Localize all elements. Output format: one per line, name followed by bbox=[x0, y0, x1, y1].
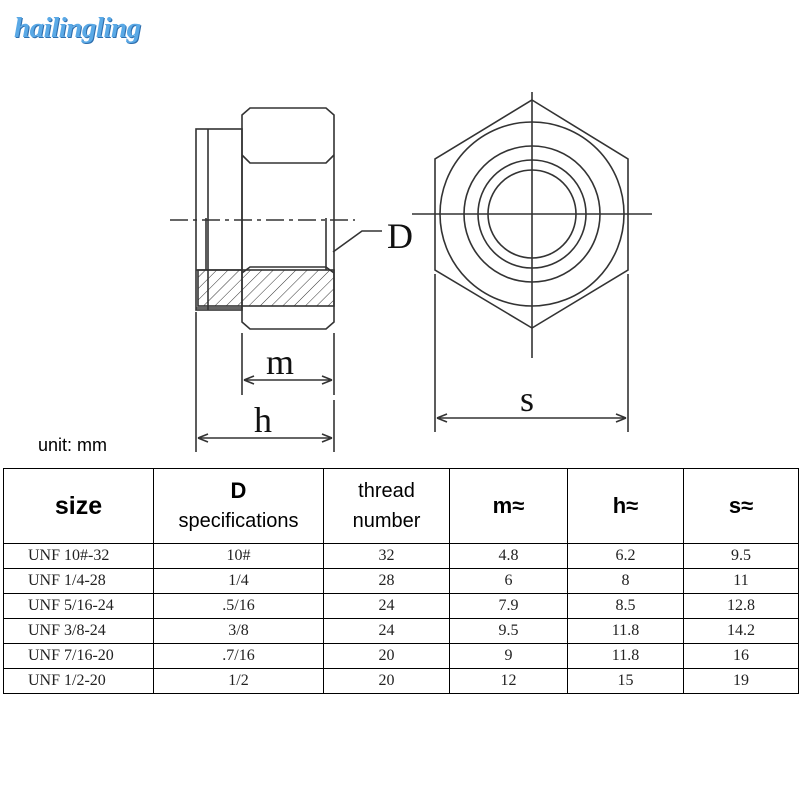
cell-size: UNF 3/8-24 bbox=[3, 618, 154, 644]
cell-m: 12 bbox=[449, 668, 568, 694]
cell-m: 6 bbox=[449, 568, 568, 594]
side-view bbox=[170, 107, 382, 330]
watermark-logo: hailingling bbox=[14, 12, 141, 44]
cell-m: 4.8 bbox=[449, 543, 568, 569]
cell-h: 8.5 bbox=[567, 593, 684, 619]
top-view bbox=[412, 92, 652, 358]
cell-s: 9.5 bbox=[683, 543, 799, 569]
cell-h: 11.8 bbox=[567, 618, 684, 644]
header-d-specifications: D specifications bbox=[153, 468, 324, 544]
cell-size: UNF 10#-32 bbox=[3, 543, 154, 569]
header-d-label: D bbox=[230, 478, 247, 503]
table-header-row: size D specifications thread number m≈ h… bbox=[3, 468, 799, 544]
cell-s: 14.2 bbox=[683, 618, 799, 644]
header-size: size bbox=[3, 468, 154, 544]
table-row: UNF 3/8-24 3/8 24 9.5 11.8 14.2 bbox=[3, 618, 799, 644]
cell-thread: 20 bbox=[323, 643, 450, 669]
label-s: s bbox=[520, 379, 534, 419]
table-row: UNF 10#-32 10# 32 4.8 6.2 9.5 bbox=[3, 543, 799, 569]
cell-d: .7/16 bbox=[153, 643, 324, 669]
cell-size: UNF 7/16-20 bbox=[3, 643, 154, 669]
header-specifications-label: specifications bbox=[178, 510, 299, 532]
unit-label: unit: mm bbox=[38, 435, 108, 455]
table-row: UNF 7/16-20 .7/16 20 9 11.8 16 bbox=[3, 643, 799, 669]
header-thread-label: thread bbox=[358, 480, 415, 502]
cell-thread: 28 bbox=[323, 568, 450, 594]
table-row: UNF 1/2-20 1/2 20 12 15 19 bbox=[3, 668, 799, 694]
header-m: m≈ bbox=[449, 468, 568, 544]
cell-m: 7.9 bbox=[449, 593, 568, 619]
header-number-label: number bbox=[352, 510, 421, 532]
cell-m: 9.5 bbox=[449, 618, 568, 644]
cell-s: 11 bbox=[683, 568, 799, 594]
label-m: m bbox=[266, 342, 294, 382]
cell-size: UNF 5/16-24 bbox=[3, 593, 154, 619]
table-row: UNF 1/4-28 1/4 28 6 8 11 bbox=[3, 568, 799, 594]
cell-s: 16 bbox=[683, 643, 799, 669]
cell-d: .5/16 bbox=[153, 593, 324, 619]
cell-thread: 24 bbox=[323, 618, 450, 644]
dimension-lines bbox=[195, 274, 629, 452]
cell-h: 15 bbox=[567, 668, 684, 694]
cell-s: 12.8 bbox=[683, 593, 799, 619]
cell-s: 19 bbox=[683, 668, 799, 694]
cell-h: 11.8 bbox=[567, 643, 684, 669]
label-h: h bbox=[254, 400, 272, 440]
label-d: D bbox=[387, 216, 413, 256]
cell-thread: 32 bbox=[323, 543, 450, 569]
header-thread-number: thread number bbox=[323, 468, 450, 544]
nut-technical-drawing: D m h s bbox=[170, 92, 652, 452]
cell-thread: 20 bbox=[323, 668, 450, 694]
cell-h: 8 bbox=[567, 568, 684, 594]
table-row: UNF 5/16-24 .5/16 24 7.9 8.5 12.8 bbox=[3, 593, 799, 619]
header-h: h≈ bbox=[567, 468, 684, 544]
cell-d: 3/8 bbox=[153, 618, 324, 644]
cell-d: 1/4 bbox=[153, 568, 324, 594]
cell-thread: 24 bbox=[323, 593, 450, 619]
cell-size: UNF 1/4-28 bbox=[3, 568, 154, 594]
spec-table: size D specifications thread number m≈ h… bbox=[3, 468, 799, 694]
cell-h: 6.2 bbox=[567, 543, 684, 569]
header-s: s≈ bbox=[683, 468, 799, 544]
cell-m: 9 bbox=[449, 643, 568, 669]
cell-size: UNF 1/2-20 bbox=[3, 668, 154, 694]
cell-d: 1/2 bbox=[153, 668, 324, 694]
cell-d: 10# bbox=[153, 543, 324, 569]
